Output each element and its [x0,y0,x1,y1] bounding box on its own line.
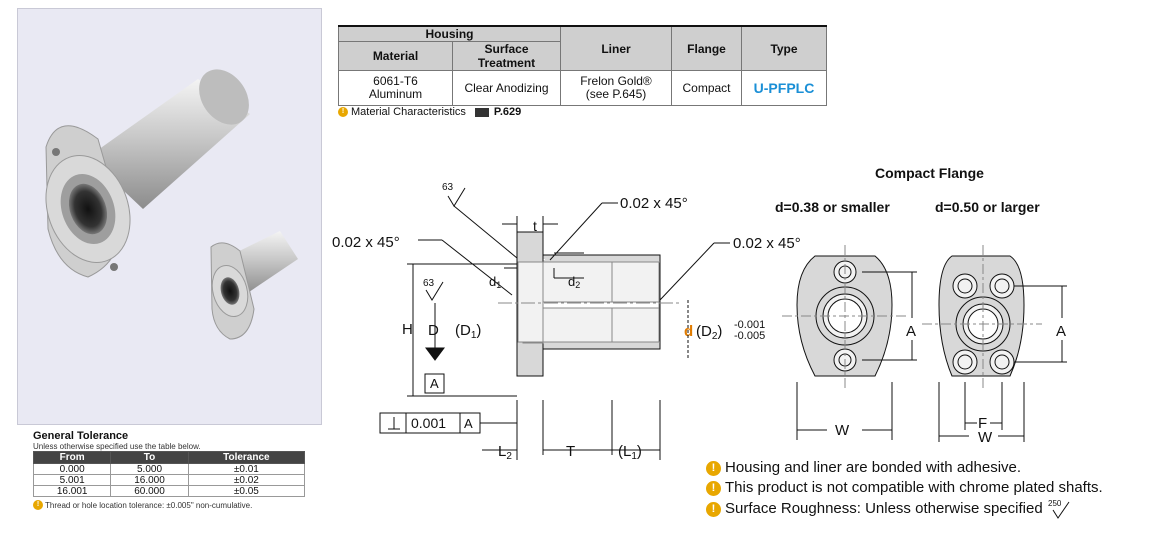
product-photo-image [45,69,298,340]
general-tolerance-subtitle: Unless otherwise specified use the table… [33,442,201,451]
table-row: 0.000 5.000 ±0.01 [32,463,306,475]
tolerance-value: ±0.01 [187,463,306,475]
tip-icon: ! [338,107,348,117]
material-line-1: 6061-T6 [373,74,418,88]
W-label-large: W [978,429,993,446]
table-row: 5.001 16.000 ±0.02 [32,474,306,486]
A-label-small: A [906,323,916,340]
tolerance-value: ±0.02 [187,474,306,486]
tip-icon: ! [706,501,721,517]
note-text: Surface Roughness: Unless otherwise spec… [725,500,1043,517]
D2-label: (D2) [696,323,722,342]
liner-line-2: (see P.645) [585,87,647,101]
table-row: 6061-T6 Aluminum Clear Anodizing Frelon … [338,70,827,106]
tolerance-upper: -0.001 [734,319,765,331]
tolerance-header-tolerance: Tolerance [187,451,306,464]
roughness-label-2: 63 [423,278,435,289]
general-tolerance: General Tolerance Unless otherwise speci… [32,430,306,510]
tip-icon: ! [706,480,721,496]
tolerance-value: ±0.05 [187,485,306,497]
datum-triangle [425,347,445,361]
roughness-label-1: 63 [442,182,454,193]
general-tolerance-title: General Tolerance [33,430,129,442]
W-label-small: W [835,422,850,439]
tolerance-note: ! Thread or hole location tolerance: ±0.… [33,500,305,510]
material-characteristics-label: Material Characteristics [351,106,466,118]
F-label: F [978,415,987,432]
T-label: T [566,443,575,460]
table-row: 16.001 60.000 ±0.05 [32,485,306,497]
tolerance-to: 5.000 [110,463,189,475]
roughness-default-value: 250 [1048,499,1062,508]
note-item: ! Housing and liner are bonded with adhe… [706,458,1103,478]
note-item: ! This product is not compatible with ch… [706,478,1103,498]
chamfer-label-right: 0.02 x 45° [733,235,801,252]
datum-box [424,373,445,394]
material-characteristics-page[interactable]: P.629 [493,106,522,118]
tolerance-from: 5.001 [32,474,112,486]
tolerance-from: 0.000 [32,463,112,475]
surface-treatment-header: Surface Treatment [452,41,561,71]
perpendicularity-value: 0.001 [411,415,446,431]
note-item: ! Surface Roughness: Unless otherwise sp… [706,498,1103,520]
roughness-symbol-2 [425,281,444,301]
tolerance-header-to: To [110,451,189,464]
d-label: d [684,323,693,340]
liner-line-1: Frelon Gold® [580,74,652,88]
liner-header: Liner [560,25,672,71]
d1-label: d1 [489,274,501,290]
liner-cell: Frelon Gold® (see P.645) [560,70,672,106]
material-characteristics[interactable]: ! Material Characteristics P.629 [338,106,521,118]
L2-label: L2 [498,443,512,460]
compact-flange-large-label: d=0.50 or larger [935,199,1040,215]
type-link[interactable]: U-PFPLC [741,70,827,106]
A-label-large: A [1056,323,1066,340]
flange-cell: Compact [671,70,742,106]
surface-treatment-cell: Clear Anodizing [452,70,561,106]
flange-header: Flange [671,25,742,71]
material-header: Material [338,41,453,71]
notes: ! Housing and liner are bonded with adhe… [706,458,1103,520]
book-icon [474,107,489,117]
chamfer-label-left: 0.02 x 45° [332,234,400,251]
compact-flange-small-label: d=0.38 or smaller [775,199,890,215]
note-text: This product is not compatible with chro… [725,479,1103,496]
bore-section [517,261,544,343]
note-text: Housing and liner are bonded with adhesi… [725,459,1022,476]
tolerance-to: 60.000 [110,485,189,497]
compact-flange-title: Compact Flange [875,165,984,181]
material-cell: 6061-T6 Aluminum [338,70,453,106]
technical-drawing: 0.02 x 45° 0.02 x 45° 0.02 x 45° 63 63 t… [332,182,1067,460]
chamfer-label-top: 0.02 x 45° [620,195,688,212]
D-label: D [428,322,439,339]
spec-table: Housing Liner Flange Type Material Surfa… [338,25,827,106]
roughness-symbol-icon: 250 [1048,499,1070,519]
product-photo [17,8,322,425]
tip-icon: ! [706,460,721,476]
tolerance-header-from: From [32,451,112,464]
datum-label: A [430,376,439,391]
tolerance-from: 16.001 [32,485,112,497]
flange-view-large: F W A [922,245,1067,446]
material-line-2: Aluminum [368,87,423,101]
flange-view-small: W A [782,245,917,440]
H-label: H [402,321,413,338]
L1-label: (L1) [618,443,642,460]
tolerance-note-text: Thread or hole location tolerance: ±0.00… [45,500,253,510]
housing-header: Housing [338,25,561,42]
perpendicularity-datum: A [464,416,473,431]
D1-label: (D1) [455,322,481,341]
tolerance-table: From To Tolerance 0.000 5.000 ±0.01 5.00… [32,451,306,497]
tolerance-lower: -0.005 [734,330,765,342]
type-header: Type [741,25,827,71]
tip-icon: ! [33,500,43,510]
tolerance-to: 16.000 [110,474,189,486]
t-label: t [533,218,537,234]
